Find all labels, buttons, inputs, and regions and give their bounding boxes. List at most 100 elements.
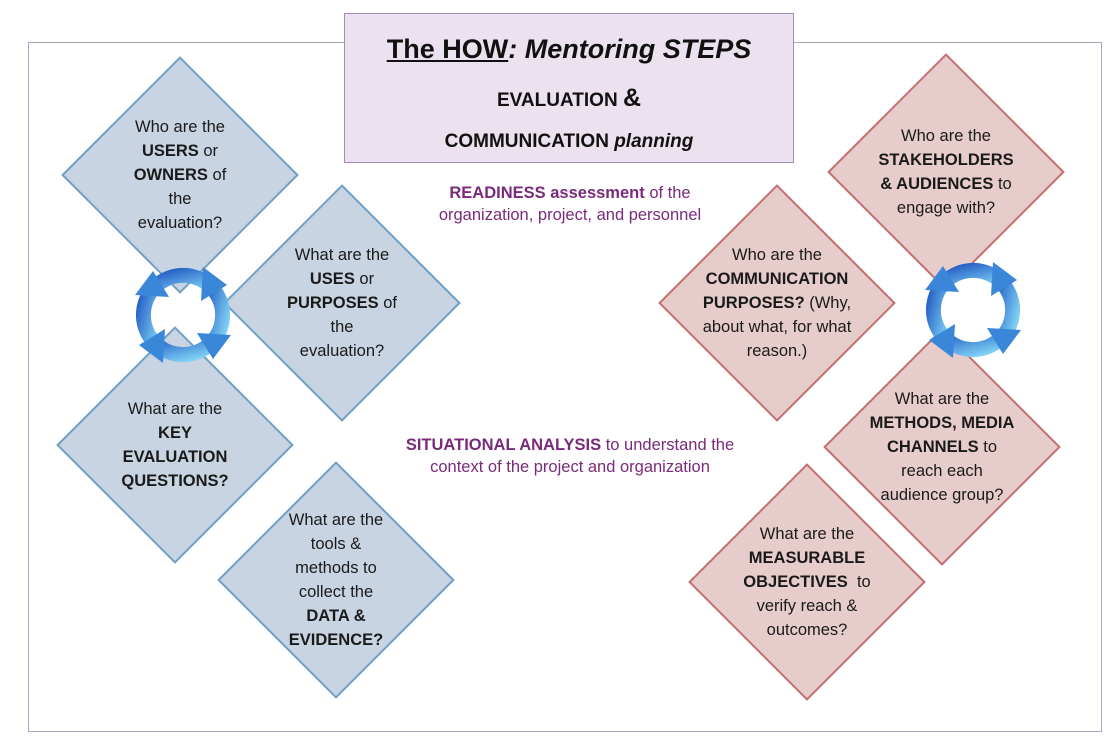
title-communication: COMMUNICATION (444, 131, 615, 152)
diamond-text: (Why, (804, 294, 852, 312)
diamond-line: EVALUATION (123, 445, 228, 469)
diamond-line: Who are the (732, 243, 822, 267)
eval-step-text: What are the tools & methods to collect the… (261, 505, 411, 655)
diamond-text: What are the (288, 511, 384, 529)
diagram-title: The HOW: Mentoring STEPS (345, 34, 793, 65)
diamond-line: EVIDENCE? (289, 628, 383, 652)
diamond-keyword: KEY (158, 424, 192, 442)
diamond-text: reach each (901, 462, 983, 480)
diamond-line: MEASURABLE (749, 546, 865, 570)
diamond-text: outcomes? (766, 621, 848, 639)
diamond-text: of (378, 294, 398, 312)
diamond-text: tools & (310, 535, 362, 553)
diamond-line: evaluation? (138, 211, 222, 235)
diamond-text: Who are the (732, 246, 822, 264)
diamond-text: What are the (127, 400, 223, 418)
diamond-line: reason.) (747, 339, 808, 363)
diamond-text: What are the (294, 246, 390, 264)
diamond-text: verify reach & (756, 597, 858, 615)
title-steps: Mentoring STEPS (517, 34, 752, 64)
eval-step-data: What are the tools & methods to collect the… (216, 460, 456, 700)
diamond-keyword: OBJECTIVES (743, 573, 848, 591)
diamond-keyword: & AUDIENCES (880, 175, 994, 193)
diamond-line: What are the (760, 522, 854, 546)
diamond-line: DATA & (306, 604, 365, 628)
diamond-line: Who are the (135, 115, 225, 139)
diamond-keyword: PURPOSES (286, 294, 379, 312)
diamond-line: & AUDIENCES to (880, 172, 1011, 196)
diamond-text: about what, for what (702, 318, 852, 336)
diamond-keyword: DATA & (306, 607, 366, 625)
diamond-line: collect the (299, 580, 373, 604)
diamond-text: reason.) (746, 342, 808, 360)
diamond-text: What are the (894, 390, 990, 408)
diamond-line: PURPOSES of (287, 291, 397, 315)
diamond-line: reach each (901, 459, 983, 483)
diamond-line: outcomes? (767, 618, 848, 642)
title-evaluation: EVALUATION (496, 90, 623, 111)
diamond-line: OWNERS of (134, 163, 227, 187)
title-ampersand: & (622, 84, 642, 112)
diamond-text: collect the (298, 583, 374, 601)
situational-bold: SITUATIONAL ANALYSIS (405, 436, 602, 454)
title-colon: : (508, 34, 518, 64)
diamond-keyword: USERS (141, 142, 199, 160)
diamond-line: engage with? (897, 196, 995, 220)
situational-text: SITUATIONAL ANALYSIS to understand the c… (360, 434, 780, 478)
diamond-text: or (354, 270, 375, 288)
diamond-line: What are the (289, 508, 383, 532)
diamond-line: QUESTIONS? (121, 469, 228, 493)
diamond-text: Who are the (135, 118, 225, 136)
diamond-line: COMMUNICATION (706, 267, 849, 291)
diamond-keyword: OWNERS (133, 166, 208, 184)
diamond-line: verify reach & (757, 594, 858, 618)
diamond-line: USES or (310, 267, 374, 291)
cycle-arrows-icon-right (925, 262, 1021, 358)
diamond-line: tools & (311, 532, 361, 556)
diamond-text: to (978, 438, 998, 456)
diamond-text: What are the (759, 525, 855, 543)
title-line-evaluation: EVALUATION & (345, 84, 793, 113)
readiness-line2: organization, project, and personnel (438, 206, 702, 224)
diamond-text: audience group? (880, 486, 1004, 504)
diamond-text: of (207, 166, 227, 184)
diamond-line: OBJECTIVES to (743, 570, 870, 594)
diamond-line: PURPOSES? (Why, (703, 291, 851, 315)
diamond-text: or (198, 142, 219, 160)
diamond-text: the (168, 190, 192, 208)
situational-rest: to understand the (601, 436, 735, 454)
diamond-line: evaluation? (300, 339, 384, 363)
diamond-line: audience group? (881, 483, 1004, 507)
diamond-line: What are the (895, 387, 989, 411)
situational-line2: context of the project and organization (430, 458, 710, 476)
diamond-line: the (331, 315, 354, 339)
diamond-text: methods to (295, 559, 377, 577)
diamond-line: What are the (295, 243, 389, 267)
diamond-line: STAKEHOLDERS (878, 148, 1013, 172)
diamond-text: Who are the (901, 127, 991, 145)
diamond-text: to (993, 175, 1012, 193)
diamond-text: evaluation? (137, 214, 223, 232)
title-box: The HOW: Mentoring STEPS EVALUATION & CO… (344, 13, 794, 163)
diamond-line: METHODS, MEDIA (870, 411, 1015, 435)
diamond-text: the (330, 318, 354, 336)
diamond-keyword: CHANNELS (886, 438, 979, 456)
diamond-line: What are the (128, 397, 222, 421)
diamond-keyword: PURPOSES? (702, 294, 805, 312)
cycle-arrows-icon-left (135, 267, 231, 363)
diamond-keyword: EVALUATION (122, 448, 228, 466)
readiness-text: READINESS assessment of the organization… (380, 182, 760, 226)
diamond-line: USERS or (142, 139, 218, 163)
